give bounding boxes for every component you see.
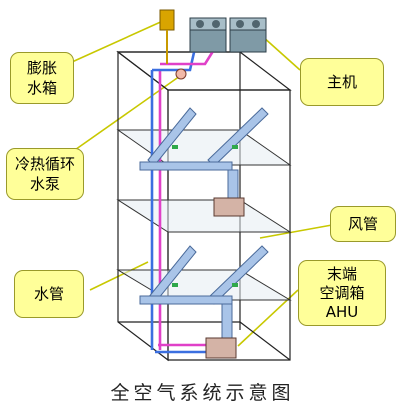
main-unit-label: 主机	[326, 73, 357, 91]
diagram-caption: 全空气系统示意图	[110, 382, 295, 404]
ahu-units	[205, 197, 245, 359]
air-pipe-label: 风管	[347, 215, 378, 233]
chiller-units	[189, 17, 267, 53]
pump-unit	[175, 68, 187, 80]
expansion-tank-unit	[159, 9, 175, 64]
ahu-line1: 末端	[326, 264, 357, 283]
pump-line1: 冷热循环	[14, 155, 75, 173]
diffuser-marks	[172, 145, 238, 287]
ahu-line2: 空调箱	[319, 283, 365, 302]
pump-line2: 水泵	[29, 175, 60, 193]
callout-air-pipe: 风管	[330, 206, 396, 242]
callout-main-unit: 主机	[300, 58, 384, 106]
ahu-line3: AHU	[325, 302, 359, 321]
callout-water-pipe: 水管	[14, 270, 84, 318]
air-ducts	[139, 107, 269, 339]
callout-pump: 冷热循环 水泵	[6, 148, 84, 200]
expansion-tank-line1: 膨胀	[26, 59, 57, 77]
expansion-tank-line2: 水箱	[26, 79, 57, 97]
floor-slabs	[116, 129, 292, 301]
callout-expansion-tank: 膨胀 水箱	[10, 52, 74, 104]
water-pipe-label: 水管	[33, 285, 64, 303]
callout-ahu: 末端 空调箱 AHU	[298, 260, 386, 326]
